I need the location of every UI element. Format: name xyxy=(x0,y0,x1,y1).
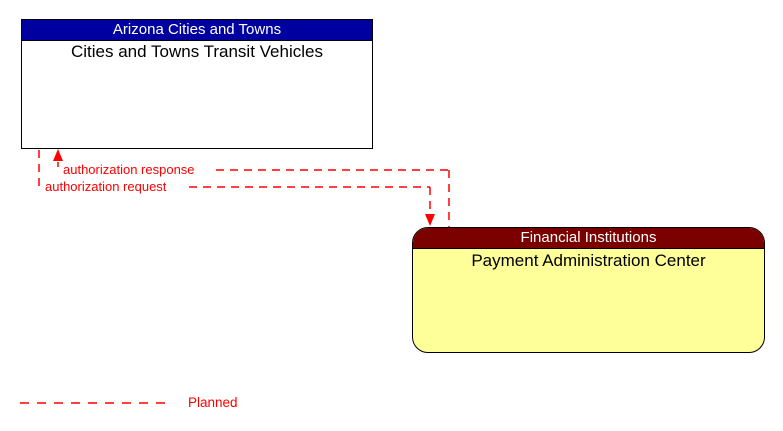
entity-box-financial-institutions[interactable]: Financial Institutions Payment Administr… xyxy=(412,227,765,353)
entity-box-arizona-cities-and-towns[interactable]: Arizona Cities and Towns Cities and Town… xyxy=(21,19,373,149)
entity-group-title: Arizona Cities and Towns xyxy=(22,20,372,41)
entity-element-name: Cities and Towns Transit Vehicles xyxy=(71,42,323,61)
entity-group-title: Financial Institutions xyxy=(413,228,764,249)
arrowhead-down-icon xyxy=(425,214,435,226)
flow-label-authorization-response: authorization response xyxy=(63,162,195,177)
arrowhead-up-icon xyxy=(53,149,63,161)
flow-label-authorization-request: authorization request xyxy=(45,179,167,194)
legend-label-planned: Planned xyxy=(188,395,238,410)
entity-element-name: Payment Administration Center xyxy=(471,251,706,270)
